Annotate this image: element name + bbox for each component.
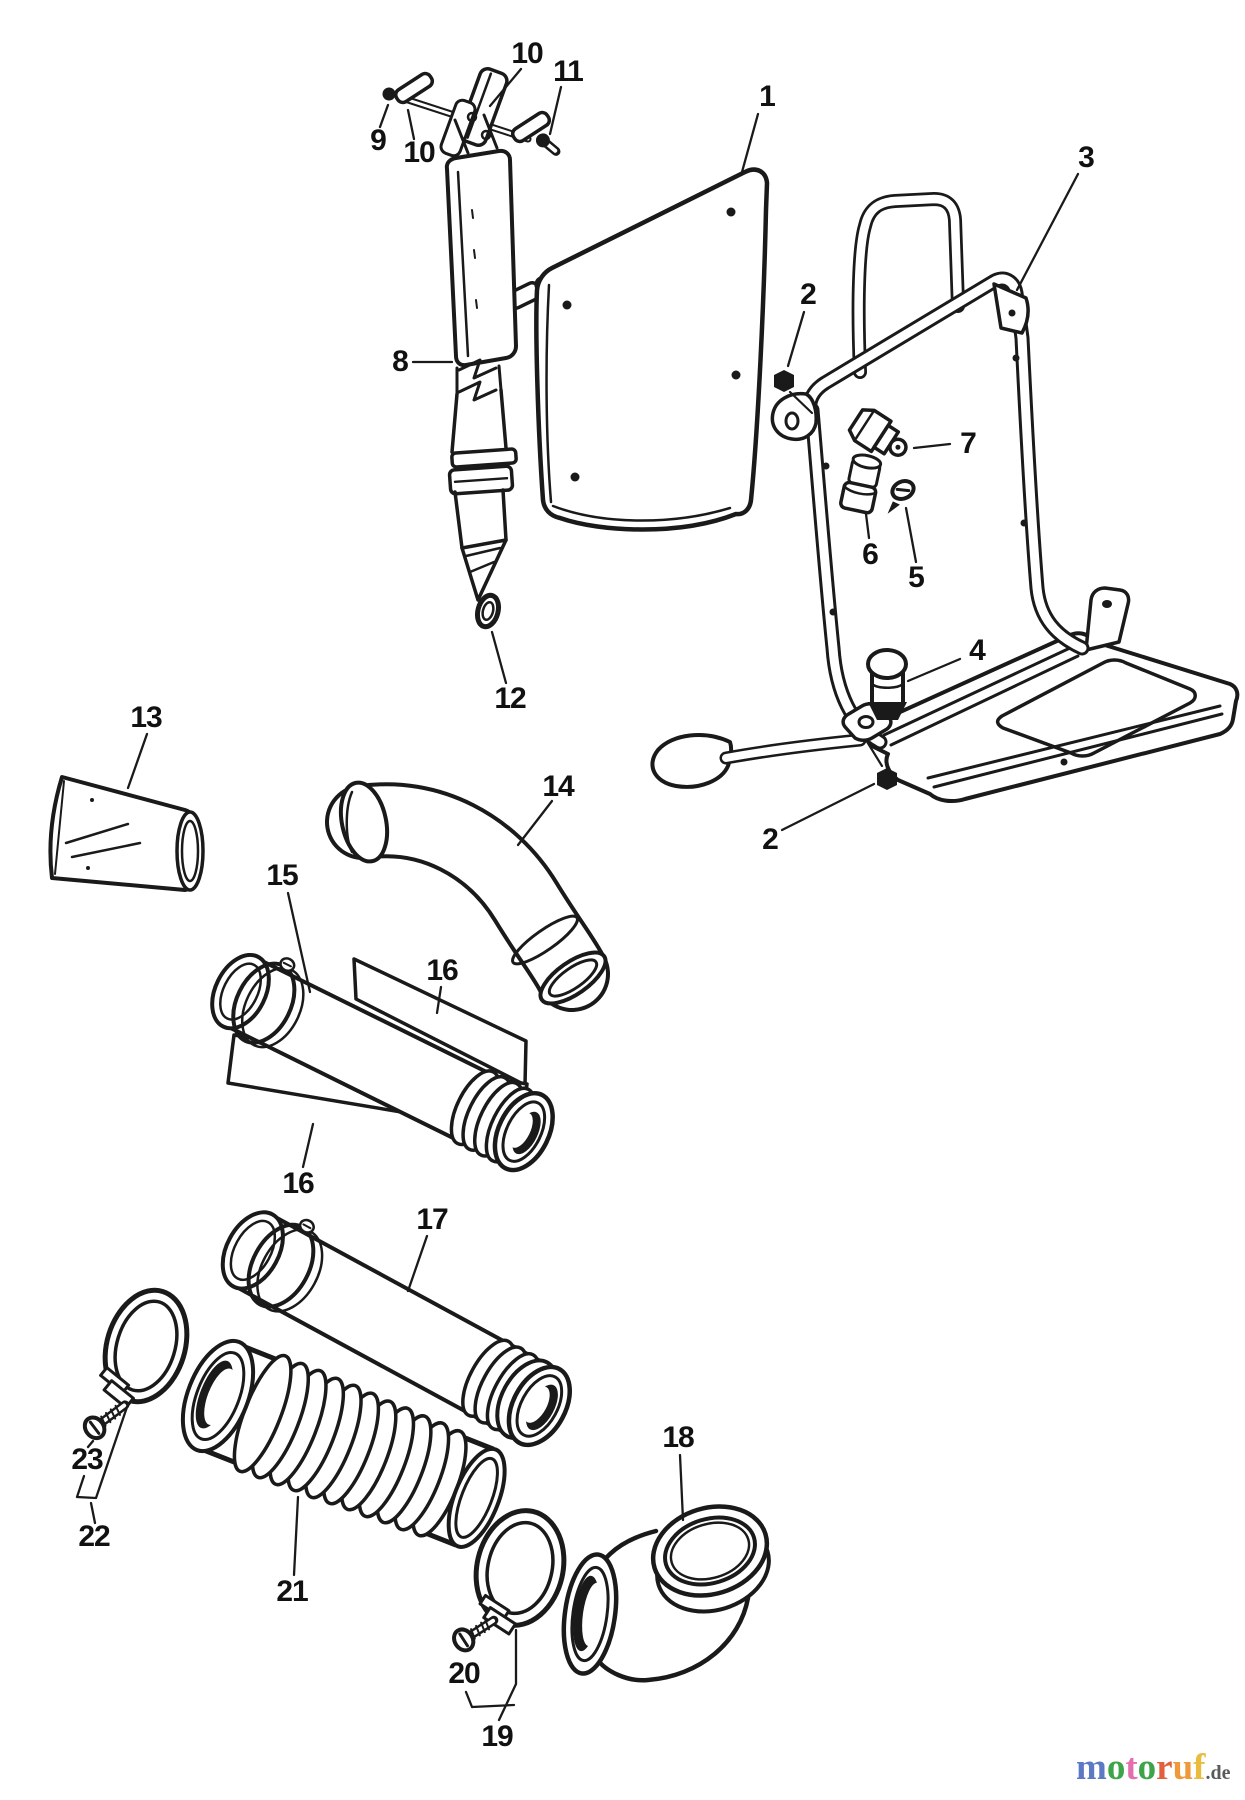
strap-buckle (447, 447, 518, 496)
callout-part-21: 21 (276, 1575, 308, 1608)
watermark-letter-t: t (1125, 1747, 1138, 1788)
clamp-screw-23 (82, 1400, 130, 1441)
callout-part-7: 7 (960, 427, 977, 460)
watermark-letter-r: r (1156, 1747, 1173, 1788)
callout-part-20: 20 (448, 1657, 480, 1690)
callout-part-13: 13 (130, 701, 162, 734)
callout-part-5: 5 (908, 561, 925, 594)
callout-part-8: 8 (392, 345, 409, 378)
hose-clamp-22 (99, 1287, 190, 1410)
callout-part-2-top: 2 (800, 278, 817, 311)
callout-part-15: 15 (266, 859, 298, 892)
callout-part-12: 12 (494, 682, 526, 715)
strap-nut (382, 87, 396, 101)
nut-upper (774, 370, 794, 392)
callout-part-1: 1 (759, 80, 776, 113)
callout-part-18: 18 (662, 1421, 694, 1454)
callout-part-23: 23 (71, 1443, 103, 1476)
blower-tube-15 (210, 952, 555, 1173)
watermark-logo: motoruf.de (1076, 1748, 1231, 1793)
fitting-6 (839, 453, 883, 515)
callout-part-10-top: 10 (511, 37, 543, 70)
frame-strap-tab (770, 391, 818, 442)
frame-base-opening (995, 658, 1197, 758)
callout-part-6: 6 (862, 538, 879, 571)
elbow (561, 1504, 771, 1683)
callout-part-11: 11 (553, 55, 584, 88)
callout-part-16-bottom: 16 (282, 1167, 314, 1200)
nut-lower (877, 768, 897, 790)
frame-foot-bracket (650, 733, 734, 789)
callout-part-3: 3 (1078, 141, 1095, 174)
fitting-7 (847, 408, 908, 457)
callout-part-19: 19 (481, 1720, 513, 1753)
watermark-letter-m: m (1076, 1747, 1107, 1788)
clamp-screw-20 (452, 1615, 499, 1653)
back-pad-panel (534, 167, 770, 532)
hose-clamp-19 (473, 1508, 567, 1636)
strap-bolt (535, 133, 561, 156)
bumper-4 (866, 648, 908, 720)
flex-hose (180, 1338, 507, 1549)
frame-corner-gusset (992, 282, 1030, 335)
callout-part-4: 4 (969, 634, 986, 667)
watermark-letter-o2: o (1137, 1747, 1157, 1788)
frame-base-tab (1084, 586, 1131, 652)
callout-part-9: 9 (370, 124, 387, 157)
shoulder-strap (444, 113, 518, 630)
flat-nozzle (48, 775, 205, 892)
watermark-suffix: .de (1205, 1762, 1231, 1784)
strap-pad (444, 148, 518, 368)
strap-pin-lower (510, 110, 552, 144)
watermark-letter-f: f (1193, 1747, 1206, 1788)
watermark-letter-u: u (1172, 1747, 1194, 1788)
frame (650, 192, 1240, 804)
strap-ring (474, 592, 502, 630)
blower-tube-17 (220, 1210, 572, 1448)
callout-leader-lines (75, 67, 1080, 1722)
back-pad (505, 167, 770, 532)
strap-pin-upper (393, 71, 435, 105)
callout-part-22: 22 (78, 1520, 110, 1553)
callout-part-17: 17 (416, 1203, 448, 1236)
callout-part-14: 14 (542, 770, 574, 803)
callout-part-10-left: 10 (403, 136, 435, 169)
watermark-letter-o1: o (1106, 1747, 1126, 1788)
screw-5 (887, 479, 916, 514)
callout-part-16-top: 16 (426, 954, 458, 987)
strap-hardware (382, 67, 561, 158)
curved-tube (325, 780, 610, 1012)
callout-part-2-bottom: 2 (762, 823, 779, 856)
